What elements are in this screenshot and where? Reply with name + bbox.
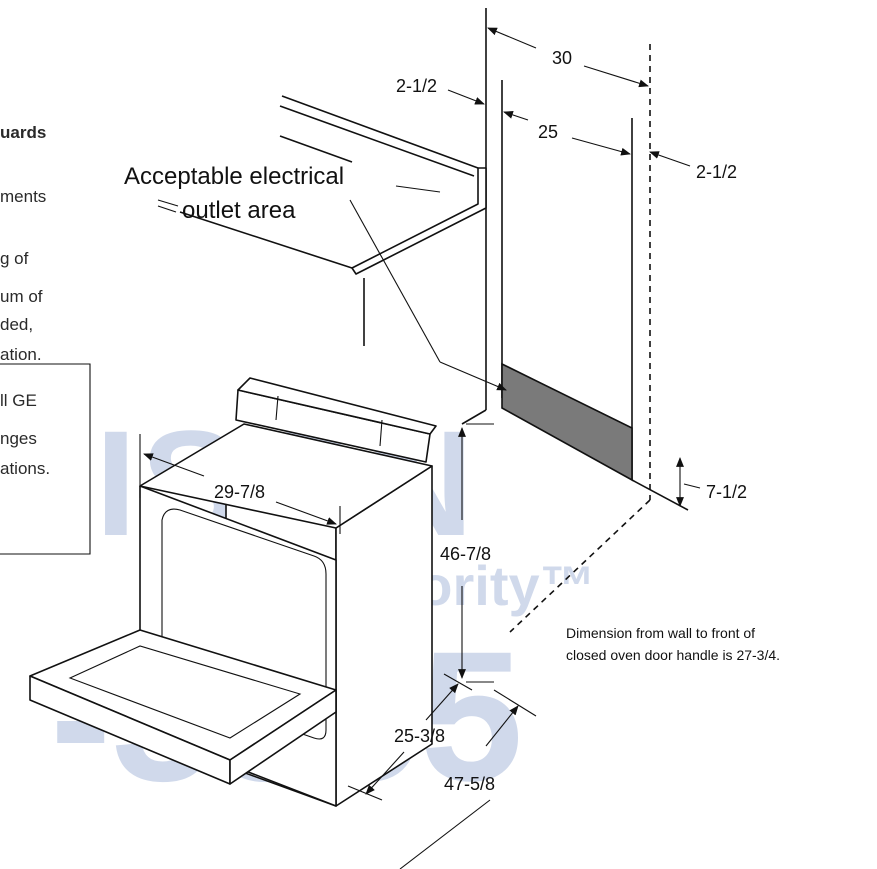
closed-door-note: Dimension from wall to front of closed o…	[566, 625, 780, 663]
dim-outlet-zone-width: 25	[538, 122, 558, 142]
dim-gap-left: 2-1/2	[396, 76, 437, 96]
left-text-fragments: uards ments g of um of ded, ation. ll GE…	[0, 123, 91, 555]
dimension-labels: 30 2-1/2 25 2-1/2 7-1/2 46-7/8 29-7/8 25…	[214, 48, 747, 794]
dimension-arrows	[139, 27, 701, 869]
note-line2: closed oven door handle is 27-3/4.	[566, 647, 780, 663]
fragment-line: ded,	[0, 315, 33, 334]
outlet-label-leader	[349, 199, 441, 363]
note-box-border	[0, 363, 91, 555]
dim-range-height: 46-7/8	[440, 544, 491, 564]
dim-range-width: 29-7/8	[214, 482, 265, 502]
outlet-label-pointer	[439, 361, 507, 391]
fragment-line: ations.	[0, 459, 50, 478]
outlet-area	[501, 362, 633, 482]
fragment-line: ation.	[0, 345, 42, 364]
fragment-line: um of	[0, 287, 43, 306]
countertop	[157, 95, 487, 346]
outlet-area-label-line1: Acceptable electrical	[124, 163, 344, 190]
fragment-line: ll GE	[0, 391, 37, 410]
dim-cabinet-width: 30	[552, 48, 572, 68]
dim-outlet-height: 7-1/2	[706, 482, 747, 502]
fragment-line: ments	[0, 187, 46, 206]
fragment-line: g of	[0, 249, 29, 268]
dim-depth-door-open: 47-5/8	[444, 774, 495, 794]
fragment-line: nges	[0, 429, 37, 448]
note-line1: Dimension from wall to front of	[566, 625, 755, 641]
dim-gap-right: 2-1/2	[696, 162, 737, 182]
outlet-area-label-line2: outlet area	[182, 197, 296, 224]
cabinet-and-wall-lines	[461, 8, 689, 633]
dim-range-depth: 25-3/8	[394, 726, 445, 746]
range	[29, 377, 437, 807]
outlet-label-leader	[395, 185, 441, 193]
fragment-heading: uards	[0, 123, 46, 142]
